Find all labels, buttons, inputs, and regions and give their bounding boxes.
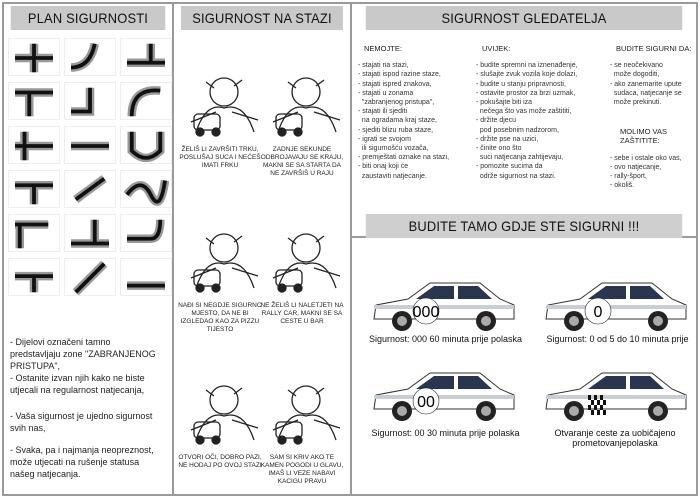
uvijek-item: - budite u stanju pripravnosti,	[476, 80, 566, 88]
rally-car: 0	[540, 275, 690, 335]
track-diagrams	[8, 38, 172, 296]
track-diagram	[120, 170, 172, 208]
track-diagram	[64, 38, 116, 76]
nemojte-column: NEMOJTE:- stajati na stazi,- stajati isp…	[358, 44, 449, 181]
uvijek-item: - budite spremni na iznenađenje,	[476, 62, 578, 70]
car-caption: Sigurnost: 000 60 minuta prije polaska	[368, 334, 523, 344]
car-caption: Sigurnost: 0 od 5 do 10 minuta prije	[546, 334, 689, 344]
budite_sigurni-item: može prekinuti.	[610, 99, 662, 107]
budite_sigurni-item: - se neočekivano	[610, 62, 663, 70]
cartoon-caption: NAĐI SI NEGDJE SIGURNO MJESTO, DA NE BI …	[178, 302, 262, 333]
track-diagram	[64, 214, 116, 252]
uvijek-item: nečega što vas može zaštititi,	[476, 108, 572, 116]
stazi-header: SIGURNOST NA STAZI	[181, 6, 343, 30]
rally-car: 000	[368, 275, 518, 335]
gledatelja-header: SIGURNOST GLEDATELJA	[365, 6, 683, 30]
budite_sigurni-item: sudaca, natjecanje se	[610, 89, 682, 97]
track-diagram	[120, 82, 172, 120]
track-diagram	[120, 38, 172, 76]
track-diagram	[8, 214, 60, 252]
track-diagram	[64, 170, 116, 208]
rally-car: 00	[368, 365, 518, 425]
uvijek-item: - pomozite sucima da	[476, 163, 543, 171]
cartoon-illustration	[186, 218, 262, 294]
plan-header: PLAN SIGURNOSTI	[10, 6, 166, 30]
uvijek-item: - držite djecu	[476, 117, 517, 125]
molimo-item: - rally-šport,	[610, 173, 647, 181]
track-diagram	[8, 82, 60, 120]
molimo-item: - okoliš.	[610, 182, 635, 190]
nemojte-item: - sjediti blizu ruba staze,	[358, 126, 434, 134]
track-diagram	[8, 126, 60, 164]
cartoon-caption: ZADNJE SEKUNDE ODBROJAVAJU SE KRAJU, MAK…	[260, 146, 344, 177]
track-diagram	[8, 170, 60, 208]
track-diagram	[8, 258, 60, 296]
nemojte-item: - premještati oznake na stazi,	[358, 154, 450, 162]
uvijek-item: pod posebnim nadzorom,	[476, 126, 559, 134]
track-diagram	[64, 126, 116, 164]
nemojte-item: - biti onaj koji će	[358, 163, 409, 171]
budite_sigurni-item: - ako zanemarite upute	[610, 80, 682, 88]
cartoon-caption: OTVORI OČI, DOBRO PAZI, NE HODAJ PO OVOJ…	[178, 454, 262, 469]
stazi-panel	[172, 2, 352, 496]
budite-sigurni-title: BUDITE SIGURNI DA:	[616, 44, 692, 53]
cartoon-caption: SAM SI KRIV AKO TE KAMEN POGODI U GLAVU,…	[260, 454, 344, 485]
uvijek-item: suci natjecanja zahtijevaju,	[476, 154, 564, 162]
plan-text-1: - Dijelovi označeni tamno predstavljaju …	[10, 337, 156, 371]
uvijek-item: - držite pse na uzici,	[476, 135, 539, 143]
budite-panel	[350, 236, 698, 496]
uvijek-column: UVIJEK:- budite spremni na iznenađenje,-…	[476, 44, 578, 181]
plan-text-3: - Vaša sigurnost je ujedno sigurnost svi…	[10, 411, 153, 433]
cartoon-illustration	[268, 62, 344, 138]
uvijek-title: UVIJEK:	[482, 44, 511, 53]
car-caption: Sigurnost: 00 30 minuta prije polaska	[371, 428, 520, 438]
nemojte-item: na ogradama kraj staze,	[358, 117, 437, 125]
track-diagram	[8, 38, 60, 76]
cartoon-illustration	[186, 62, 262, 138]
nemojte-item: - stajati u zonama	[358, 89, 414, 97]
plan-text-2: - Ostanite izvan njih kako ne biste utje…	[10, 373, 145, 395]
uvijek-item: održe sigurnost na stazi.	[476, 172, 556, 180]
uvijek-item: - pokušajte biti iza	[476, 99, 533, 107]
molimo-item: - ovo natjecanje,	[610, 163, 662, 171]
cartoon-caption: ŽELIŠ LI ZAVRŠITI TRKU, POSLUŠAJ SUCA I …	[179, 146, 261, 169]
car-number: 00	[417, 394, 435, 411]
molimo-title: MOLIMO VAS ZAŠTITITE:	[620, 127, 667, 146]
nemojte-item: - igrati se svojom	[358, 135, 411, 143]
track-diagram	[120, 214, 172, 252]
budite_sigurni-item: može dogoditi,	[610, 71, 660, 79]
car-number: 0	[594, 304, 603, 321]
nemojte-item: - stajati ili sjediti	[358, 108, 408, 116]
nemojte-item: "zabranjenog pristupa",	[358, 99, 435, 107]
car-number: 000	[413, 304, 440, 321]
track-diagram	[120, 126, 172, 164]
track-diagram	[120, 258, 172, 296]
nemojte-item: - stajati ispod razine staze,	[358, 71, 441, 79]
uvijek-item: - slušajte zvuk vozila koje dolazi,	[476, 71, 578, 79]
nemojte-item: zaustaviti natjecanje.	[358, 172, 427, 180]
budite-header: BUDITE TAMO GDJE STE SIGURNI !!!	[365, 214, 683, 238]
nemojte-item: ili sigurnošću vozača,	[358, 145, 429, 153]
nemojte-title: NEMOJTE:	[364, 44, 402, 53]
track-diagram	[64, 82, 116, 120]
nemojte-item: - stajati na stazi,	[358, 62, 409, 70]
uvijek-item: - ostavite prostor za brzi uzmak,	[476, 89, 576, 97]
cartoon-caption: NE ŽELIŠ LI NALETJETI NA RALLY CAR, MAKN…	[260, 302, 344, 325]
nemojte-item: - stajati ispred znakova,	[358, 80, 432, 88]
cartoon-illustration	[268, 370, 344, 446]
track-diagram	[64, 258, 116, 296]
molimo-item: - sebe i ostale oko vas,	[610, 154, 682, 162]
cartoon-illustration	[268, 218, 344, 294]
plan-text-4: - Svaka, pa i najmanja neopreznost, može…	[10, 445, 154, 479]
uvijek-item: - činite ono što	[476, 145, 522, 153]
rally-car	[540, 365, 690, 425]
plan-panel	[2, 2, 174, 496]
budite-sigurni-column: BUDITE SIGURNI DA: - se neočekivano može …	[610, 44, 691, 190]
car-caption: Otvaranje ceste za uobičajeno prometovan…	[554, 428, 676, 448]
cartoon-illustration	[186, 370, 262, 446]
